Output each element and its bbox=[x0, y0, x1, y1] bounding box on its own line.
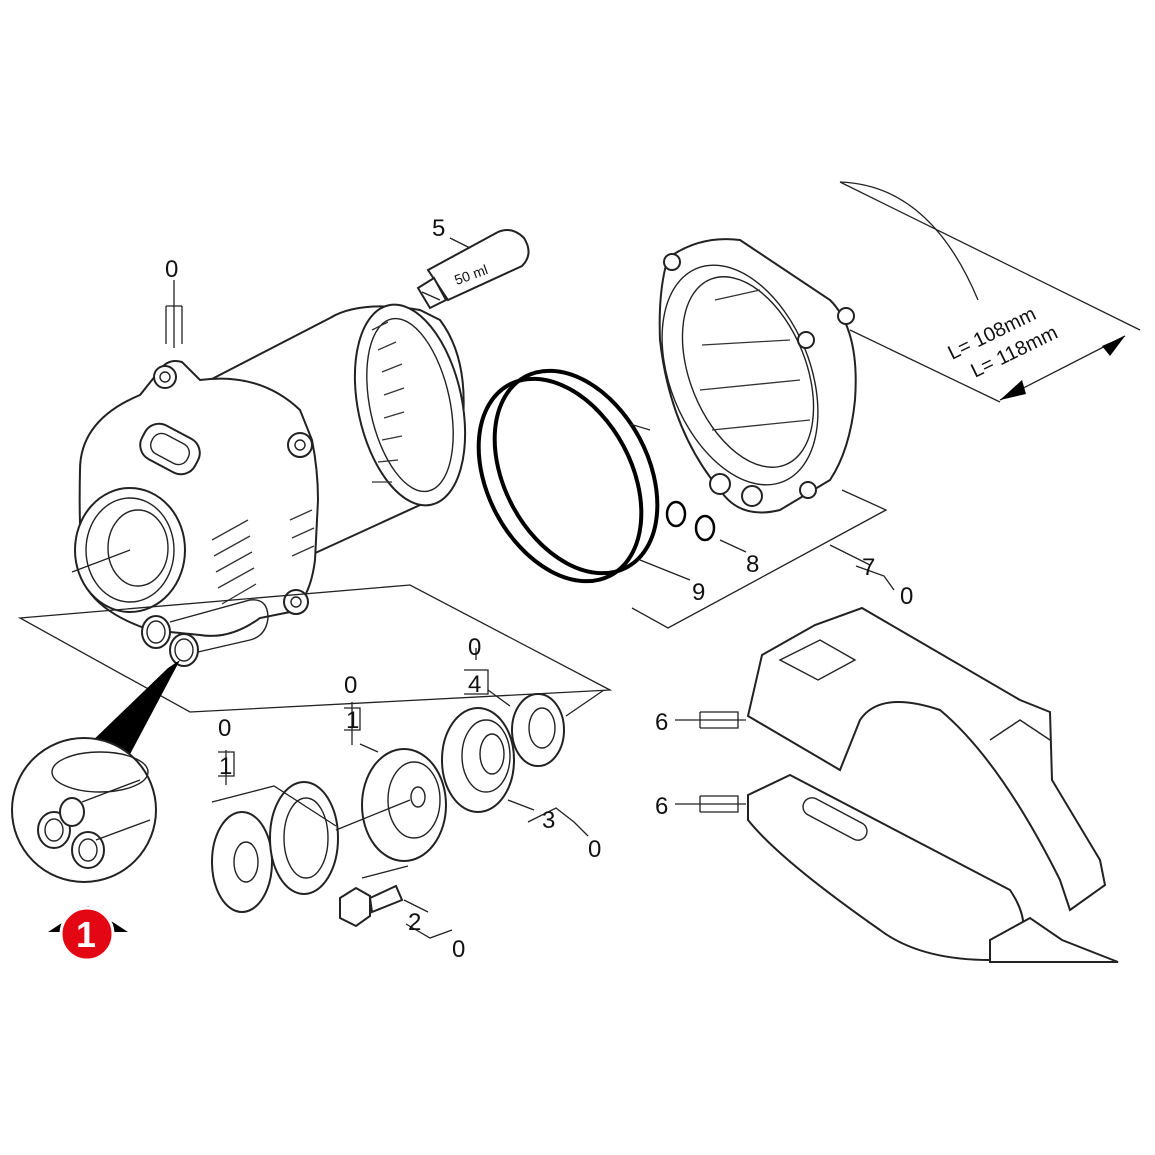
upper-bracket[interactable] bbox=[746, 606, 1107, 912]
shaft-seal[interactable] bbox=[511, 693, 565, 767]
detail-marker[interactable]: 1 bbox=[48, 906, 128, 962]
screw-ref-label: 0 bbox=[452, 936, 465, 963]
motor-cover[interactable] bbox=[632, 238, 857, 514]
ball-bearing[interactable] bbox=[441, 707, 515, 813]
housing-callout: 0 bbox=[165, 256, 183, 348]
upper-bracket-label: 6 bbox=[655, 709, 668, 736]
large-oring[interactable] bbox=[446, 343, 691, 609]
housing-ref-label: 0 bbox=[165, 256, 178, 283]
motor-housing[interactable] bbox=[74, 294, 482, 667]
housing-group-bracket bbox=[17, 584, 613, 713]
lower-bracket-label: 6 bbox=[655, 793, 668, 820]
washer-group-label: 1 bbox=[219, 753, 232, 780]
bearing-ref-label: 0 bbox=[588, 836, 601, 863]
bearing-label: 3 bbox=[542, 807, 555, 834]
detail-marker-label: 1 bbox=[76, 914, 96, 955]
washer[interactable] bbox=[211, 811, 273, 913]
small-orings[interactable] bbox=[665, 500, 716, 542]
small-oring-label: 8 bbox=[746, 551, 759, 578]
detail-magnifier bbox=[11, 660, 180, 883]
cover-group-bracket bbox=[629, 423, 895, 629]
screw-label: 2 bbox=[408, 909, 421, 936]
seal-group-label: 4 bbox=[468, 671, 481, 698]
cap-group-ref-label: 0 bbox=[344, 672, 357, 699]
bearing-cap[interactable] bbox=[361, 748, 447, 862]
screw[interactable] bbox=[339, 884, 404, 928]
motor-cover-label: 7 bbox=[862, 554, 875, 581]
lower-bracket[interactable] bbox=[747, 773, 1119, 963]
seal-group-ref-label: 0 bbox=[468, 634, 481, 661]
cap-group-label: 1 bbox=[346, 707, 359, 734]
large-oring-label: 9 bbox=[692, 579, 705, 606]
ball-bearing-left[interactable] bbox=[269, 781, 339, 895]
grease-tube-label: 5 bbox=[432, 215, 445, 242]
grease-tube[interactable]: 50 ml bbox=[416, 229, 530, 310]
washer-group-ref-label: 0 bbox=[218, 715, 231, 742]
motor-cover-ref-label: 0 bbox=[900, 583, 913, 610]
dimension-arc bbox=[839, 181, 979, 301]
